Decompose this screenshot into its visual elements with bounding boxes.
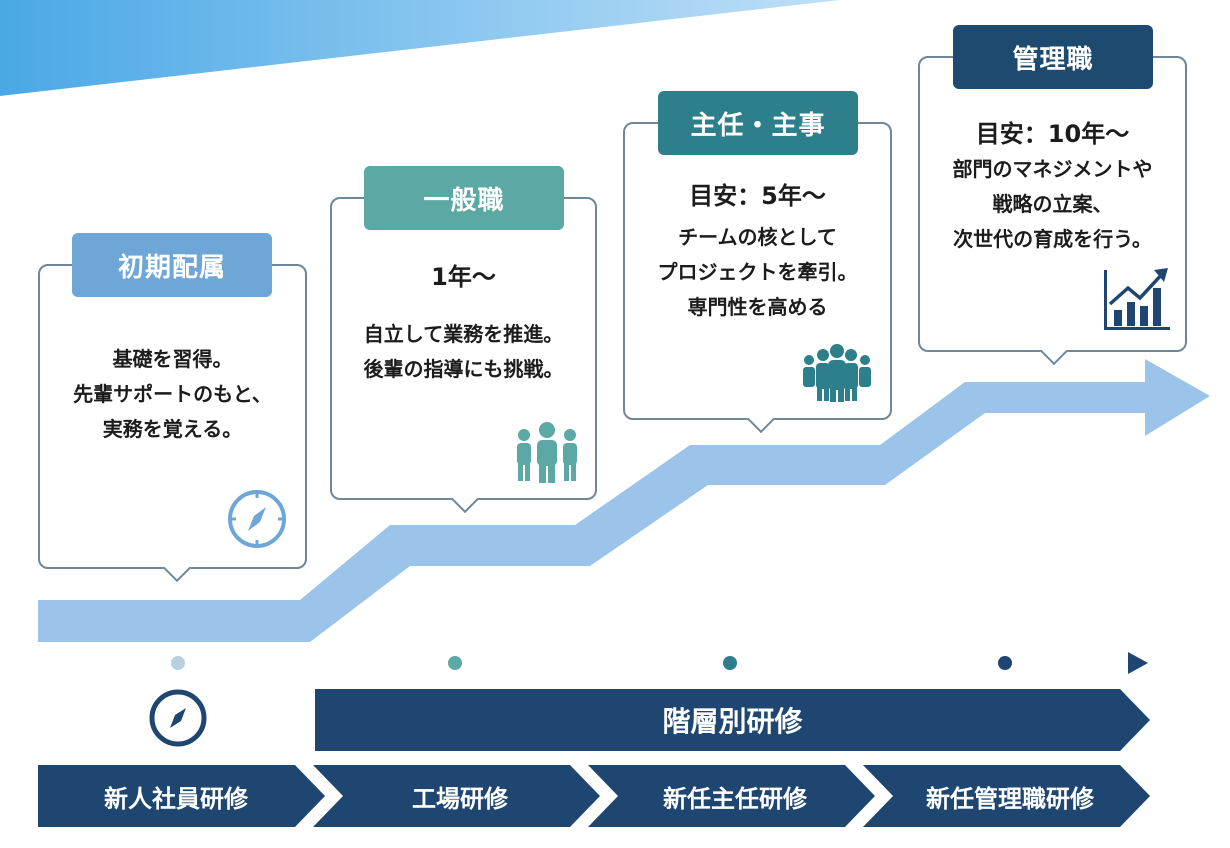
timeline-arrowhead (1128, 652, 1148, 674)
description-line: 戦略の立案、 (992, 192, 1113, 216)
compass-icon (149, 689, 207, 747)
growth-chart-icon (1104, 268, 1170, 330)
description-line: チームの核として (678, 225, 837, 249)
training-item-2: 工場研修 (412, 784, 508, 813)
stage-label-2: 一般職 (364, 166, 564, 230)
stage-heading: 目安：10年〜 (975, 120, 1130, 148)
stage-description: チームの核として プロジェクトを牽引。 専門性を高める (625, 220, 890, 325)
stage-card-3: 目安：5年〜 チームの核として プロジェクトを牽引。 専門性を高める (623, 122, 892, 434)
team-icon (517, 422, 577, 483)
training-item-4: 新任管理職研修 (926, 784, 1094, 813)
timeline-dot-1 (171, 656, 185, 670)
stage-label-4: 管理職 (953, 25, 1153, 89)
stage-card-1: 基礎を習得。 先輩サポートのもと、 実務を覚える。 (38, 264, 307, 583)
stage-label-1: 初期配属 (72, 233, 272, 297)
training-item-1: 新人社員研修 (104, 784, 248, 813)
stage-description: 基礎を習得。 先輩サポートのもと、 実務を覚える。 (40, 342, 305, 447)
timeline-dot-3 (723, 656, 737, 670)
stage-description: 自立して業務を推進。 後輩の指導にも挑戦。 (332, 317, 595, 387)
timeline-dot-4 (998, 656, 1012, 670)
description-line: 基礎を習得。 (112, 347, 233, 371)
training-chevron-2 (313, 765, 600, 827)
description-line: 先輩サポートのもと、 (73, 382, 272, 406)
stage-card-2: 1年〜 自立して業務を推進。 後輩の指導にも挑戦。 (330, 197, 597, 514)
description-line: 部門のマネジメントや (952, 157, 1153, 181)
training-item-3: 新任主任研修 (663, 784, 807, 813)
training-chevron-3 (588, 765, 875, 827)
stage-heading: 1年〜 (431, 263, 496, 291)
description-line: 実務を覚える。 (102, 417, 243, 441)
stage-heading: 目安：5年〜 (689, 182, 826, 210)
training-group-arrow (315, 689, 1150, 751)
compass-icon (228, 490, 286, 548)
training-chevron-4 (863, 765, 1150, 827)
stage-description: 部門のマネジメントや 戦略の立案、 次世代の育成を行う。 (920, 152, 1185, 257)
description-line: 専門性を高める (687, 295, 828, 319)
description-line: 自立して業務を推進。 (363, 322, 564, 346)
stage-label-3: 主任・主事 (658, 91, 858, 155)
description-line: 後輩の指導にも挑戦。 (363, 357, 564, 381)
group-icon (803, 344, 871, 402)
training-chevron-1 (38, 765, 325, 827)
stage-card-4: 目安：10年〜 部門のマネジメントや 戦略の立案、 次世代の育成を行う。 (918, 56, 1187, 366)
career-path-arrow (38, 359, 1210, 642)
training-group-label: 階層別研修 (662, 705, 803, 738)
description-line: プロジェクトを牽引。 (657, 260, 858, 284)
description-line: 次世代の育成を行う。 (953, 227, 1152, 251)
timeline-dot-2 (448, 656, 462, 670)
top-banner-stripe (0, 0, 840, 96)
